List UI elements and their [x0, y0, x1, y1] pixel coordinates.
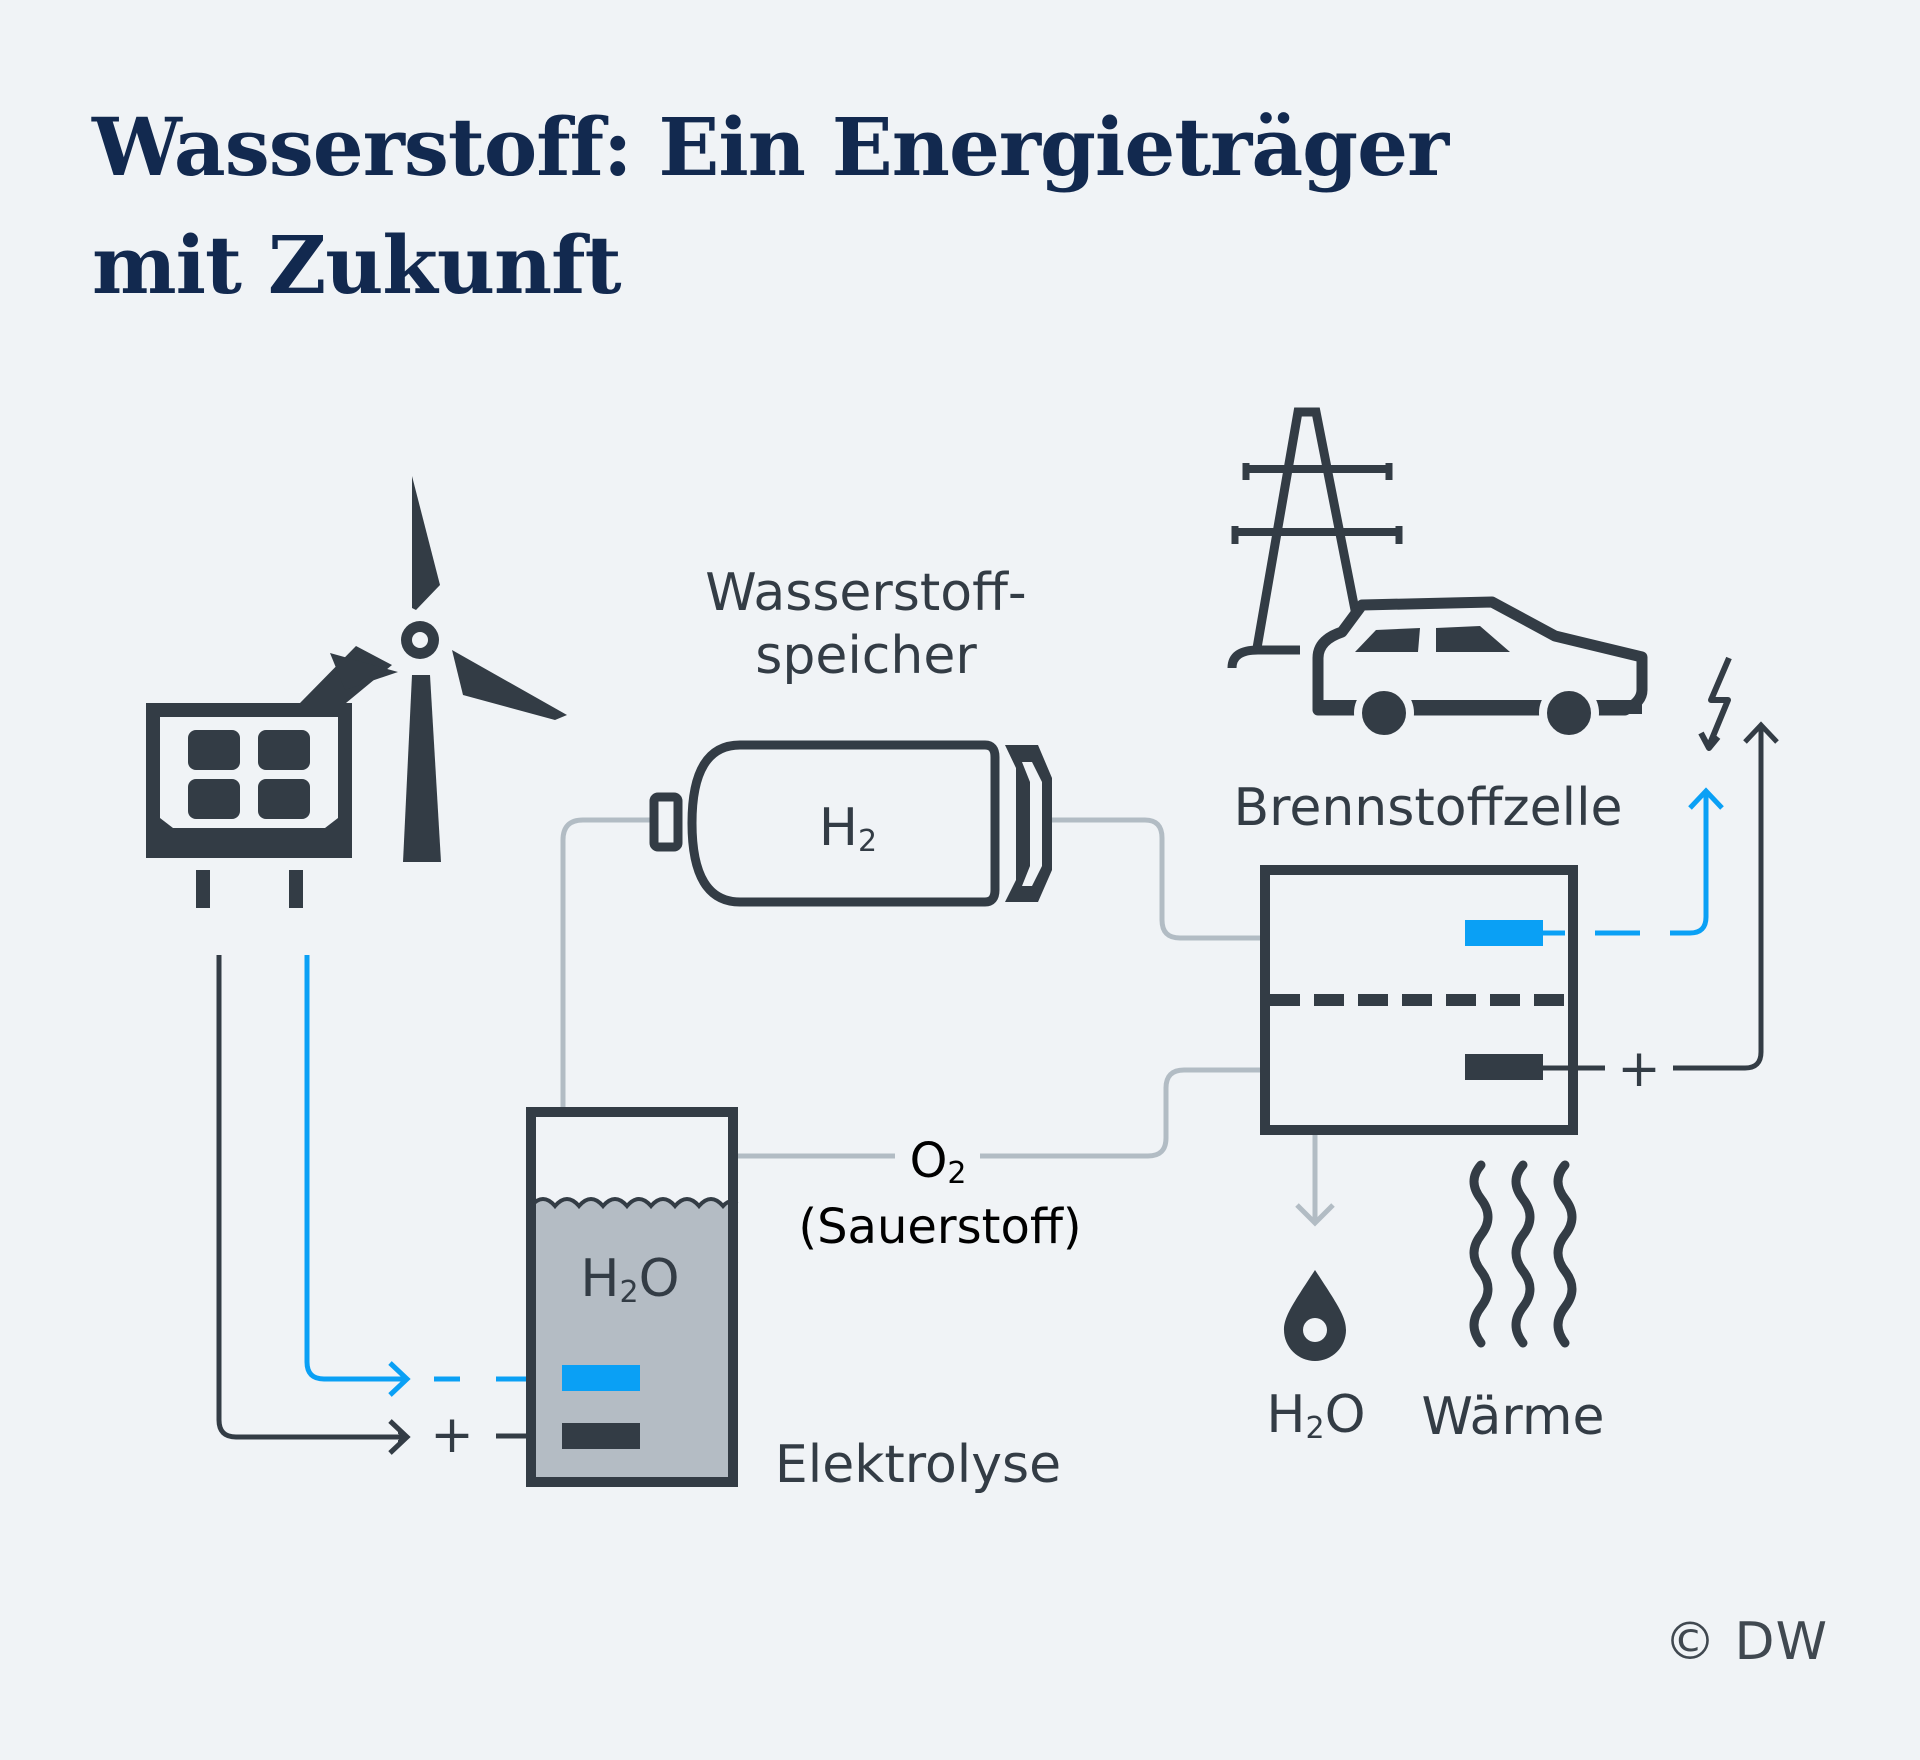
o2-pipe-to-fuel-cell: [980, 1067, 1272, 1159]
negative-power-line: [216, 955, 406, 1437]
heat-waves-icon: [1469, 1160, 1577, 1348]
h2-pipe-to-storage: [560, 817, 660, 1110]
oxygen-name-label: (Sauerstoff): [798, 1199, 1081, 1255]
h2-pipe-to-fuel-cell: [1052, 817, 1272, 941]
dw-credit: © DW: [1664, 1612, 1828, 1672]
dark-up-arrow: [1743, 721, 1779, 744]
electrolyzer-water-label: H2O: [580, 1249, 679, 1310]
storage-label-line-2: speicher: [755, 626, 977, 686]
water-drop-icon: [1284, 1270, 1346, 1361]
hydrogen-tank-icon: [649, 740, 1052, 907]
negative-output-line: [1543, 726, 1764, 1071]
positive-power-line: [304, 955, 406, 1382]
title-line-1: Wasserstoff: Ein Energieträger: [92, 100, 1449, 194]
wind-turbine-icon: [300, 476, 567, 862]
water-output-arrow: [1295, 1135, 1335, 1227]
fuel-cell-icon: [1260, 865, 1578, 1135]
solar-panel-icon: [146, 703, 352, 908]
plus-sign-left: +: [430, 1405, 474, 1465]
fuel-cell-label: Brennstoffzelle: [1233, 778, 1622, 838]
storage-label-line-1: Wasserstoff-: [705, 563, 1026, 623]
page-title: Wasserstoff: Ein Energieträger mit Zukun…: [92, 88, 1792, 324]
power-pylon-icon: [1227, 407, 1403, 669]
car-icon: [1312, 596, 1648, 743]
positive-output-line: [1543, 792, 1709, 936]
tank-label: H2: [819, 798, 877, 859]
dark-arrow-head: [388, 1419, 411, 1455]
water-output-label: H2O: [1266, 1385, 1365, 1446]
electrolyzer-icon: [526, 1107, 739, 1487]
title-line-2: mit Zukunft: [92, 218, 622, 312]
blue-arrow-head: [388, 1361, 411, 1397]
plus-sign-right: +: [1617, 1039, 1661, 1099]
lightning-bolt-icon: [1698, 656, 1732, 751]
heat-label: Wärme: [1421, 1387, 1604, 1447]
electrolysis-label: Elektrolyse: [775, 1435, 1061, 1495]
oxygen-label: O2: [910, 1133, 967, 1191]
blue-up-arrow: [1688, 787, 1724, 810]
